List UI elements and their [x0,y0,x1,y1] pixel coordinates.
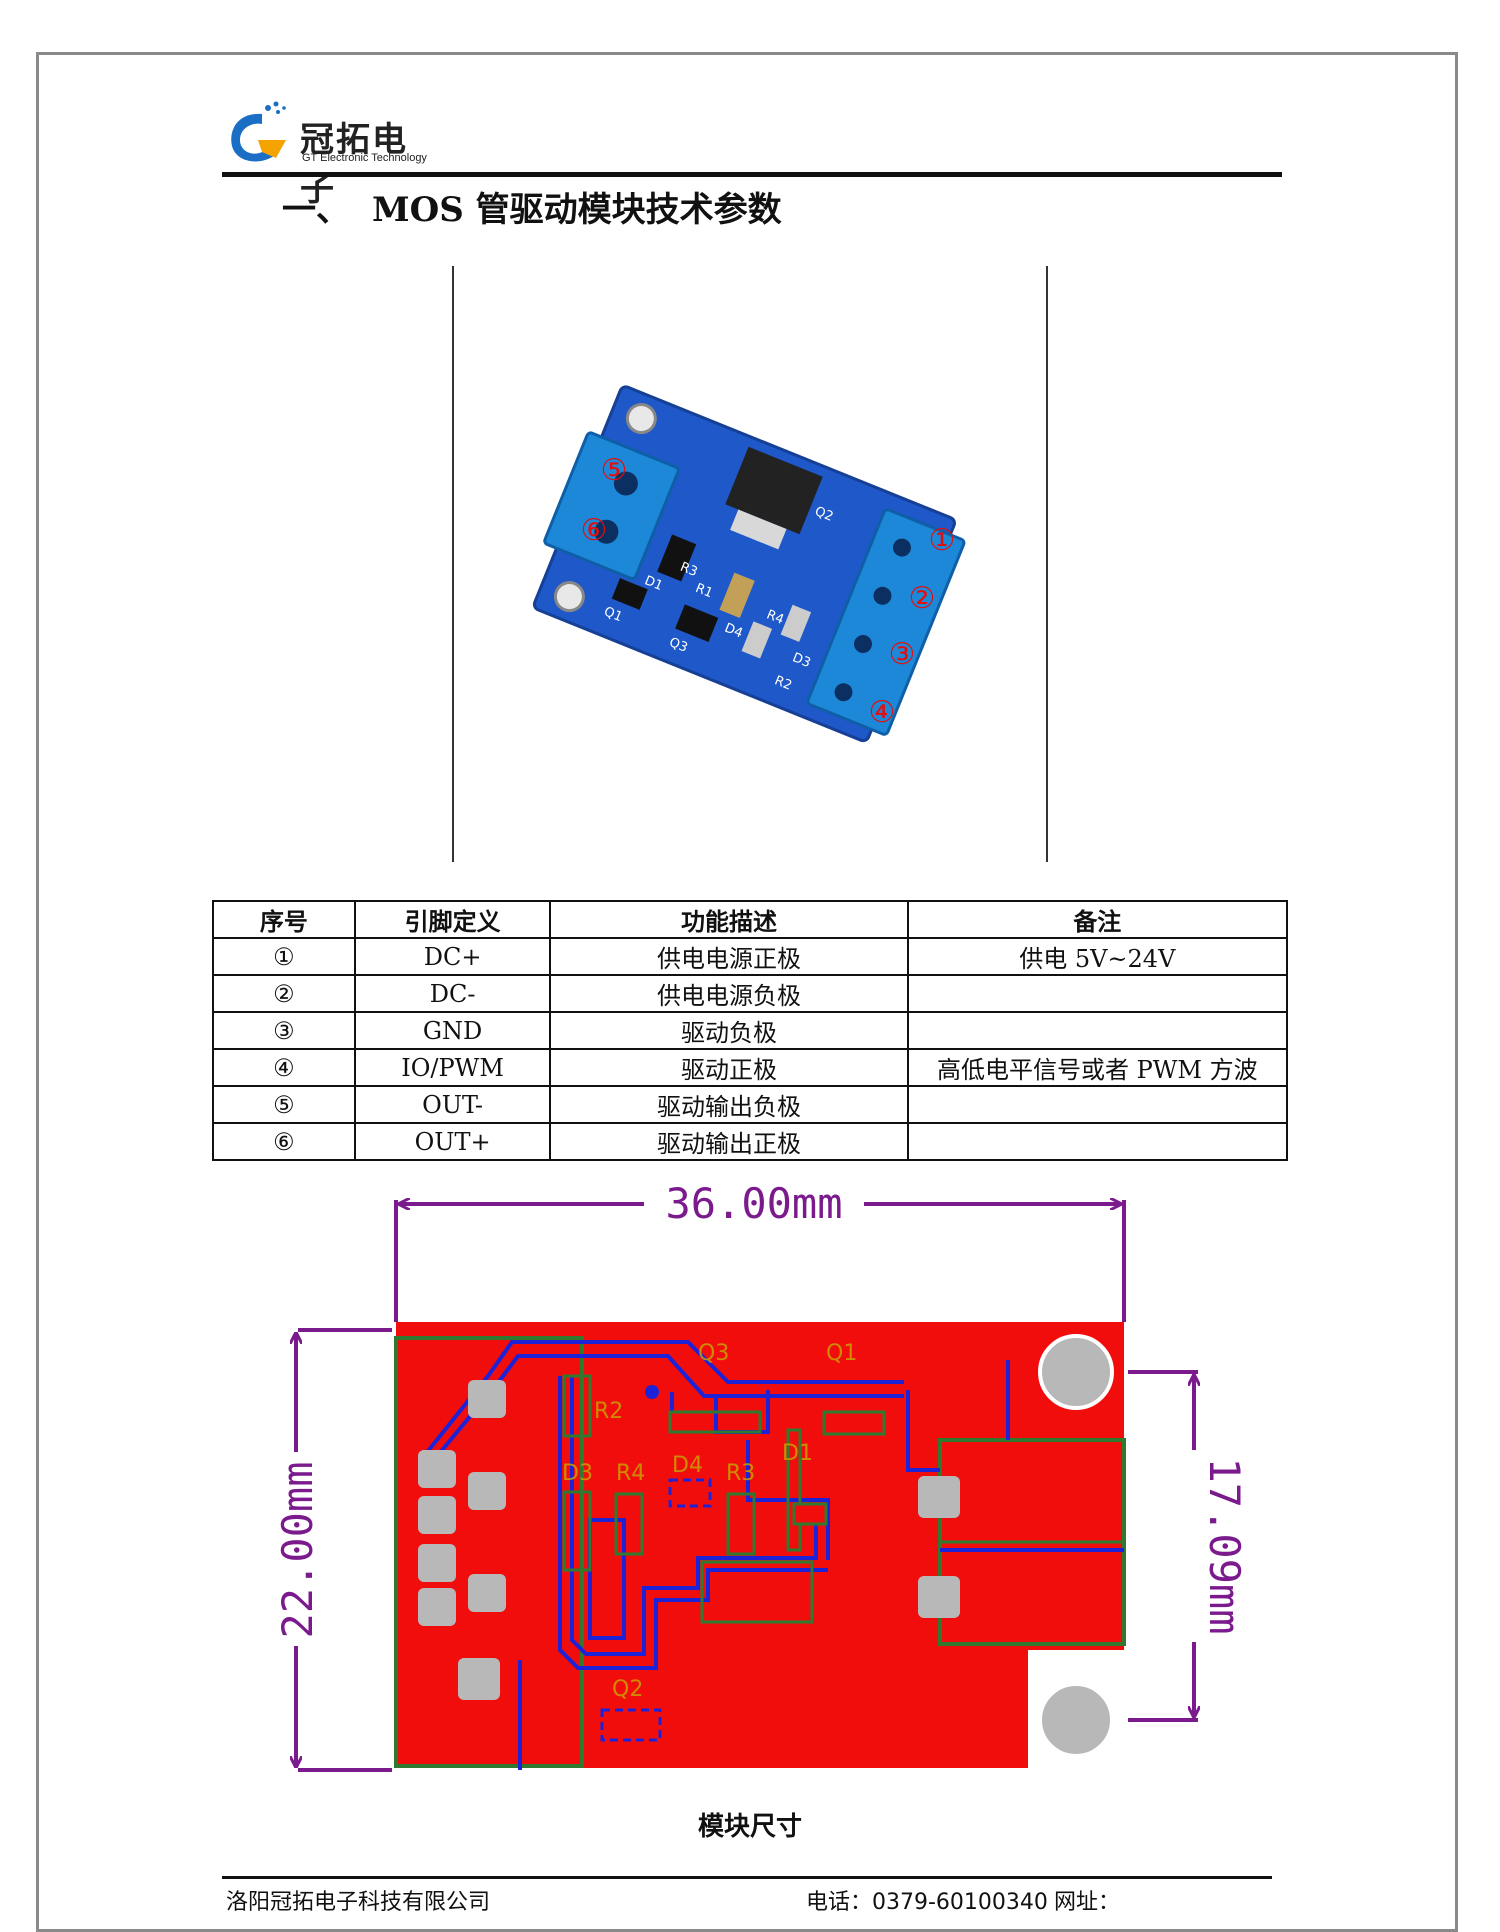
logo-mark-icon [231,101,286,162]
cell-function: 驱动正极 [549,1048,909,1087]
cell-index: ② [212,974,356,1013]
mounting-hole-icon [625,403,657,435]
silk-d3: D3 [790,650,813,671]
col-index: 序号 [212,900,356,939]
footer-rule [222,1876,1272,1879]
footer-phone: 电话：0379-60100340 [806,1890,1048,1915]
col-pin: 引脚定义 [353,900,552,939]
silk-r1: R1 [693,581,715,601]
cell-pin: OUT+ [353,1122,552,1161]
module-dimension-drawing: 36.00mm 22.00mm 17.09mm [268,1179,1249,1784]
pcb-label-q3: Q3 [698,1341,729,1366]
cell-pin: IO/PWM [353,1048,552,1087]
col-note: 备注 [906,900,1289,939]
output-terminal-block [543,431,680,581]
cell-function: 供电电源负极 [549,974,909,1013]
pcb-label-d1: D1 [782,1441,813,1466]
cell-function: 供电电源正极 [549,937,909,976]
pcb-label-d4: D4 [672,1453,703,1478]
pcb-label-q1: Q1 [826,1341,857,1366]
cell-note [906,1011,1289,1050]
cell-note [906,1122,1289,1161]
silk-r4: R4 [764,607,786,627]
cell-note [906,974,1289,1013]
cell-index: ① [212,937,356,976]
document-header: 冠拓电子 GT Electronic Technology [222,100,1282,209]
col-function: 功能描述 [549,900,909,939]
silk-q3: Q3 [667,635,690,656]
cell-index: ③ [212,1011,356,1050]
mounting-hole-icon [1038,1682,1114,1758]
silk-d1: D1 [642,573,665,594]
module-photo: Q2 Q1 Q3 D1 D3 D4 R1 R2 R3 R4 ① ② ③ ④ ⑤ … [452,266,1048,862]
hole-spacing-label: 17.09mm [1200,1457,1248,1634]
logo-text-en: GT Electronic Technology [302,152,427,164]
mounting-hole-icon [553,581,585,613]
silk-q2: Q2 [813,504,836,525]
height-dimension-label: 22.00mm [273,1461,322,1638]
cell-pin: OUT- [353,1085,552,1124]
mosfet-chip [725,446,823,535]
company-logo: 冠拓电子 GT Electronic Technology [222,100,442,209]
table-row: ③ GND 驱动负极 [212,1011,1289,1050]
table-header-row: 序号 引脚定义 功能描述 备注 [212,900,1289,939]
silk-r2: R2 [772,673,794,693]
cell-pin: DC- [353,974,552,1013]
table-row: ⑥ OUT+ 驱动输出正极 [212,1122,1289,1161]
cell-pin: GND [353,1011,552,1050]
cell-function: 驱动输出负极 [549,1085,909,1124]
cell-index: ⑤ [212,1085,356,1124]
table-row: ④ IO/PWM 驱动正极 高低电平信号或者 PWM 方波 [212,1048,1289,1087]
pcb-label-r3: R3 [726,1461,755,1486]
cell-index: ⑥ [212,1122,356,1161]
pcb-label-q2: Q2 [612,1677,643,1702]
silk-d4: D4 [722,621,745,642]
cell-index: ④ [212,1048,356,1087]
footer-company: 洛阳冠拓电子科技有限公司 [226,1890,491,1915]
pin-marker-1: ① [929,523,956,558]
pin-definition-table: 序号 引脚定义 功能描述 备注 ① DC+ 供电电源正极 供电 5V~24V ②… [212,900,1289,1161]
table-row: ⑤ OUT- 驱动输出负极 [212,1085,1289,1124]
silk-r3: R3 [678,560,700,580]
pin-marker-5: ⑤ [601,453,628,488]
pin-marker-6: ⑥ [581,513,608,548]
width-dimension-label: 36.00mm [665,1180,842,1228]
pin-marker-3: ③ [889,637,916,672]
figure-caption: 模块尺寸 [697,1812,802,1842]
pin-marker-4: ④ [869,695,896,730]
section-title: MOS 管驱动模块技术参数 [372,190,782,230]
silk-q1: Q1 [602,604,625,625]
mounting-hole-icon [1038,1334,1114,1410]
footer-website-label: 网址： [1054,1890,1121,1915]
pcb-label-d3: D3 [562,1461,593,1486]
terminal-outline-left [394,1336,584,1768]
pin-marker-2: ② [909,581,936,616]
pcb-label-r2: R2 [594,1399,623,1424]
section-number: 一、 [282,190,350,230]
table-row: ① DC+ 供电电源正极 供电 5V~24V [212,937,1289,976]
header-rule [222,172,1282,177]
pcb-layout-drawing: 36.00mm 22.00mm 17.09mm [273,1179,1249,1772]
cell-pin: DC+ [353,937,552,976]
pcb-label-r4: R4 [616,1461,645,1486]
section-heading: 一、 MOS 管驱动模块技术参数 [282,182,782,231]
cell-function: 驱动输出正极 [549,1122,909,1161]
cell-note: 高低电平信号或者 PWM 方波 [906,1048,1289,1087]
module-photo-illustration: Q2 Q1 Q3 D1 D3 D4 R1 R2 R3 R4 ① ② ③ ④ ⑤ … [532,385,966,743]
cell-note [906,1085,1289,1124]
table-row: ② DC- 供电电源负极 [212,974,1289,1013]
input-terminal-block [806,508,966,736]
cell-note: 供电 5V~24V [906,937,1289,976]
cell-function: 驱动负极 [549,1011,909,1050]
